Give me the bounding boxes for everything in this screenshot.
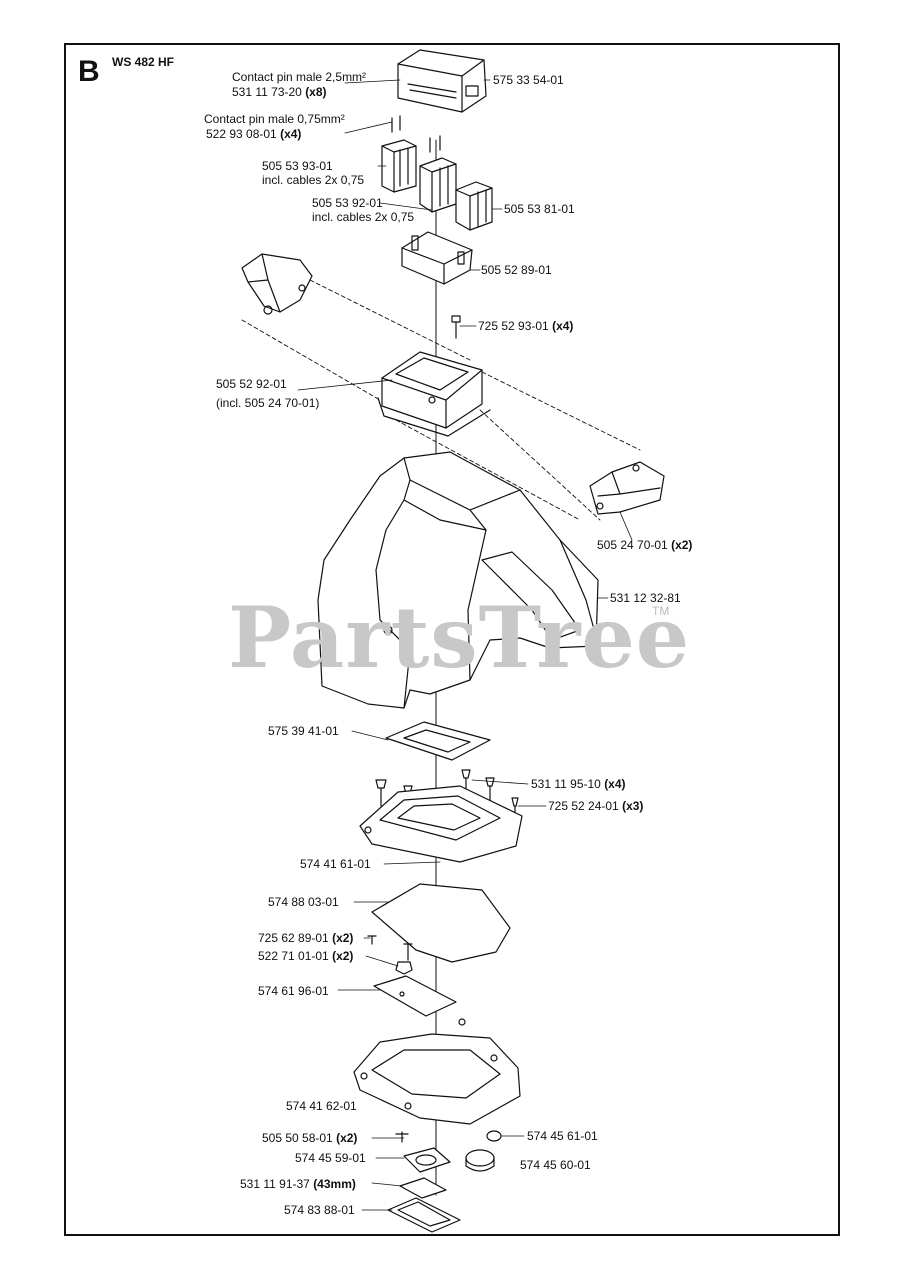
label-seal: 574 88 03-01 xyxy=(268,895,339,909)
label-contact-pin-25-qty: (x8) xyxy=(305,85,327,99)
label-screw-725-52-24: 725 52 24-01 (x3) xyxy=(548,799,643,813)
label-contact-pin-075: 522 93 08-01 (x4) xyxy=(206,127,301,141)
label-strip-part: 531 11 91-37 xyxy=(240,1177,310,1191)
gasket-top-part xyxy=(385,721,491,761)
plate-top-part xyxy=(359,785,523,863)
label-screw-505-50-58: 505 50 58-01 (x2) xyxy=(262,1131,357,1145)
label-screw-505-50-58-part: 505 50 58-01 xyxy=(262,1131,333,1145)
bracket-left-part xyxy=(241,253,313,315)
label-base-plate: 574 41 62-01 xyxy=(286,1099,357,1113)
label-contact-pin-25: 531 11 73-20 (x8) xyxy=(232,85,327,99)
label-screw-531-11-95: 531 11 95-10 (x4) xyxy=(531,777,626,791)
label-strip-qty: (43mm) xyxy=(313,1177,356,1191)
label-screw-725-52-93: 725 52 93-01 (x4) xyxy=(478,319,573,333)
grommet-574-45-59-part xyxy=(403,1147,451,1173)
label-box-part: 505 52 92-01 xyxy=(216,377,287,391)
diagram-frame xyxy=(64,43,840,1236)
contact-pins xyxy=(391,115,441,153)
label-grommet-b: 574 45 59-01 xyxy=(295,1151,366,1165)
watermark-logo: PartsTree xyxy=(228,588,691,687)
label-bracket-part: 505 24 70-01 xyxy=(597,538,668,552)
section-letter: B xyxy=(78,55,100,88)
label-plug-9392-desc: incl. cables 2x 0,75 xyxy=(312,210,415,224)
nut-part xyxy=(395,961,413,975)
label-strip: 531 11 91-37 (43mm) xyxy=(240,1177,356,1191)
label-plug-9392-part: 505 53 92-01 xyxy=(312,196,383,210)
label-cover: 531 12 32-81 xyxy=(610,591,681,605)
label-foot: 574 83 88-01 xyxy=(284,1203,355,1217)
holder-part xyxy=(401,231,473,285)
label-contact-pin-075-qty: (x4) xyxy=(280,127,302,141)
label-contact-pin-25-desc: Contact pin male 2,5mm² xyxy=(232,70,367,84)
model-title: WS 482 HF xyxy=(112,55,175,69)
label-contact-pin-25-part: 531 11 73-20 xyxy=(232,85,302,99)
label-nut-qty: (x2) xyxy=(332,949,354,963)
box-part xyxy=(377,351,491,437)
label-screw-725-52-24-part: 725 52 24-01 xyxy=(548,799,619,813)
label-bracket-qty: (x2) xyxy=(671,538,693,552)
label-nut-part: 522 71 01-01 xyxy=(258,949,329,963)
screw-part xyxy=(451,315,461,339)
leader-lines xyxy=(297,79,633,1211)
label-screw-531-11-95-qty: (x4) xyxy=(604,777,626,791)
label-bracket: 505 24 70-01 (x2) xyxy=(597,538,692,552)
label-screw-505-50-58-qty: (x2) xyxy=(336,1131,358,1145)
foot-part xyxy=(387,1197,461,1233)
grommet-574-45-61-part xyxy=(486,1130,502,1142)
plug-505-53-92-part xyxy=(419,157,457,213)
label-gasket-top: 575 39 41-01 xyxy=(268,724,339,738)
screw-725-62-89-part xyxy=(367,935,413,961)
plate-small-part xyxy=(373,975,466,1026)
label-plate-small: 574 61 96-01 xyxy=(258,984,329,998)
bracket-right-part xyxy=(589,461,665,515)
label-screw-725-52-93-part: 725 52 93-01 xyxy=(478,319,549,333)
plug-505-53-81-part xyxy=(455,181,493,231)
label-plug-9383-desc: incl. cables 2x 0,75 xyxy=(262,173,365,187)
label-contact-pin-075-desc: Contact pin male 0,75mm² xyxy=(204,112,345,126)
label-plug-9383-part: 505 53 93-01 xyxy=(262,159,333,173)
label-screw-725-52-24-qty: (x3) xyxy=(622,799,644,813)
seal-part xyxy=(371,883,511,963)
label-contact-pin-075-part: 522 93 08-01 xyxy=(206,127,277,141)
strip-part xyxy=(399,1177,447,1199)
plug-505-53-93-part xyxy=(381,139,417,193)
label-holder: 505 52 89-01 xyxy=(481,263,552,277)
screw-505-50-58-part xyxy=(395,1131,409,1143)
label-plate-top: 574 41 61-01 xyxy=(300,857,371,871)
label-screw-725-62-89-part: 725 62 89-01 xyxy=(258,931,329,945)
label-grommet-c: 574 45 60-01 xyxy=(520,1158,591,1172)
base-plate-part xyxy=(353,1033,521,1125)
cover-part xyxy=(317,451,599,709)
label-screw-531-11-95-part: 531 11 95-10 xyxy=(531,777,601,791)
label-plug-9381: 505 53 81-01 xyxy=(504,202,575,216)
label-screw-725-62-89-qty: (x2) xyxy=(332,931,354,945)
label-connector-housing: 575 33 54-01 xyxy=(493,73,564,87)
connector-housing-part xyxy=(397,49,487,113)
label-grommet-a: 574 45 61-01 xyxy=(527,1129,598,1143)
label-screw-725-52-93-qty: (x4) xyxy=(552,319,574,333)
grommet-574-45-60-part xyxy=(465,1149,495,1172)
label-box-desc: (incl. 505 24 70-01) xyxy=(216,396,320,410)
label-screw-725-62-89: 725 62 89-01 (x2) xyxy=(258,931,353,945)
label-nut: 522 71 01-01 (x2) xyxy=(258,949,353,963)
watermark-tm: TM xyxy=(652,604,670,618)
